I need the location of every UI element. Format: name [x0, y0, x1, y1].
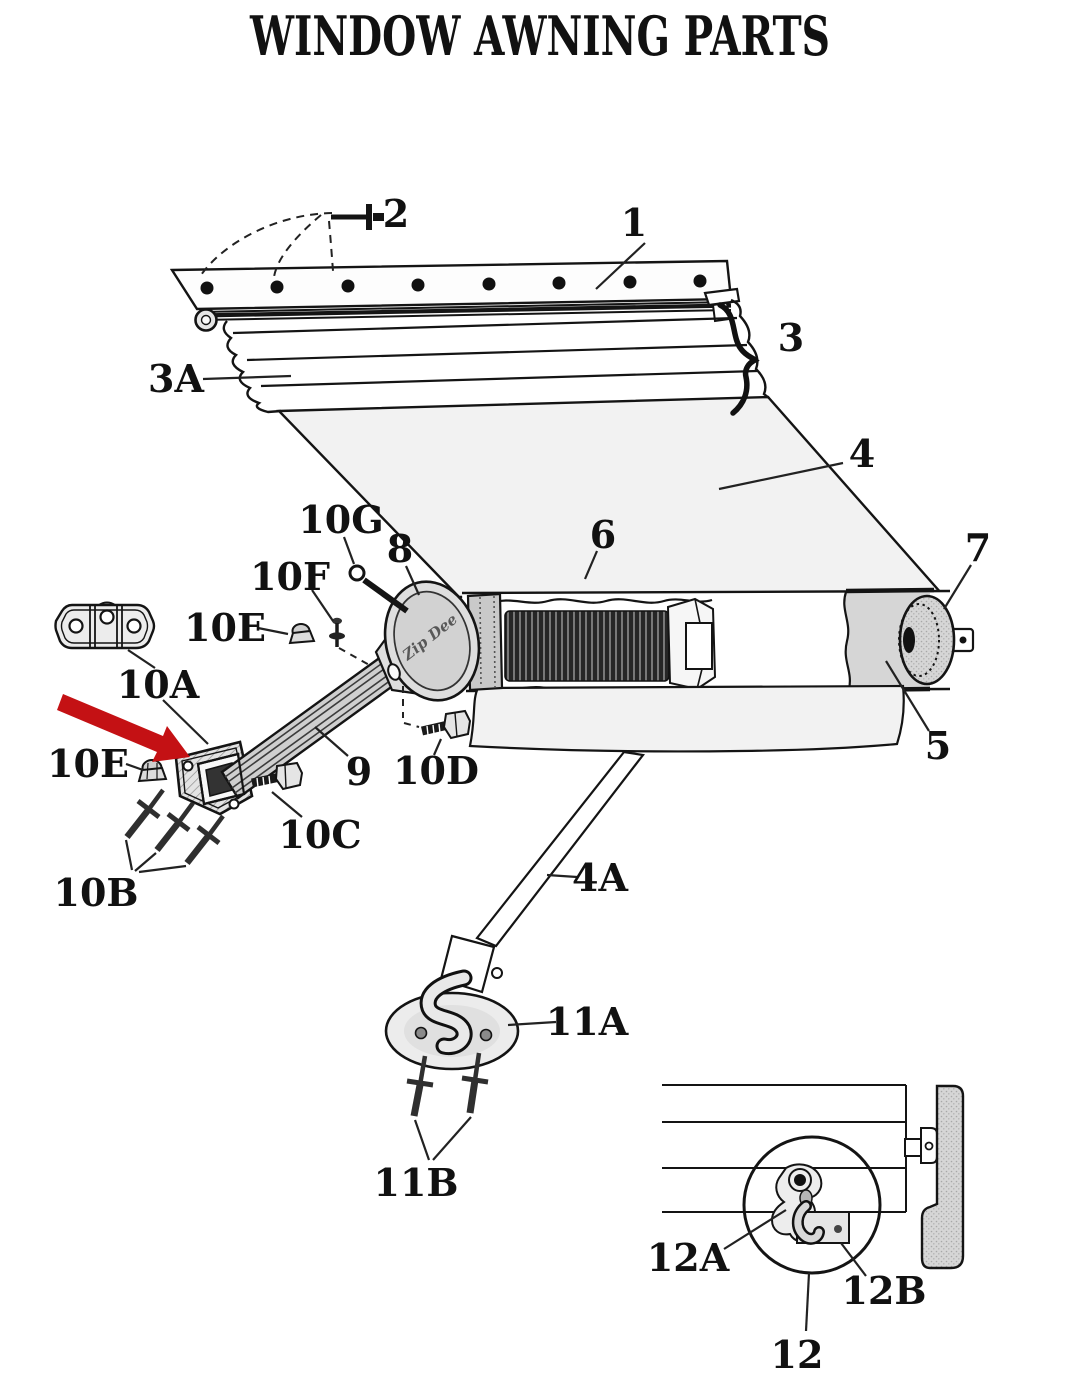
label-11a: 11A [546, 999, 629, 1044]
label-10e-lower: 10E [47, 741, 129, 786]
label-10g: 10G [298, 497, 383, 542]
arm-casting: Zip Dee [374, 580, 504, 702]
awning-arm [196, 644, 414, 806]
label-7: 7 [965, 525, 991, 570]
pleat-left-edge [222, 320, 282, 414]
rivet-2-icon [331, 204, 384, 230]
label-10d: 10D [393, 748, 479, 793]
label-9: 9 [346, 749, 372, 794]
label-1: 1 [621, 200, 647, 245]
mounting-rail [169, 204, 741, 332]
label-4: 4 [849, 431, 875, 476]
rail-track [194, 287, 741, 332]
stowed-awning-inset [662, 1084, 965, 1275]
end-cap [898, 594, 975, 686]
label-8: 8 [387, 526, 413, 571]
label-6: 6 [590, 512, 616, 557]
label-10a: 10A [117, 662, 200, 707]
label-10f: 10F [250, 554, 330, 599]
label-10e-upper: 10E [184, 605, 266, 650]
leader-lines [124, 242, 972, 1332]
awning-end-cover [920, 1084, 965, 1270]
mount-bracket-10a [54, 601, 156, 650]
part-labels: 1 2 3 3A 4 4A 5 6 7 8 9 10A 10B 10C 10D … [47, 191, 991, 1377]
bolt-10d-icon [338, 647, 472, 740]
label-10b: 10B [54, 870, 139, 915]
rivet-2-dashed-paths [200, 212, 334, 278]
rail-end-cap [703, 287, 741, 307]
label-4a: 4A [572, 855, 628, 900]
casting-tip-hole [387, 663, 401, 681]
bolt-10c-icon [251, 761, 304, 791]
brace-3-icon [717, 302, 760, 416]
label-3: 3 [778, 315, 804, 360]
label-12b: 12B [842, 1268, 927, 1313]
label-11b: 11B [374, 1160, 459, 1205]
nut-10e-left-icon [137, 759, 168, 783]
label-2: 2 [383, 191, 409, 236]
valance-strip [468, 684, 905, 753]
rivets-10b [124, 788, 225, 866]
label-12a: 12A [647, 1235, 730, 1280]
pleat-right-edge [730, 298, 770, 399]
rail-rivet-holes [200, 274, 707, 295]
pin-10g-icon [348, 564, 409, 614]
label-3a: 3A [148, 356, 204, 401]
hook-bracket [384, 969, 520, 1071]
roller-spring [489, 597, 717, 694]
label-5: 5 [925, 723, 951, 768]
label-10c: 10C [278, 812, 361, 857]
highlight-arrow [57, 694, 190, 762]
roller-tube [461, 587, 975, 694]
pleated-fabric [222, 298, 770, 416]
spring-coil [504, 610, 670, 682]
rail-strip [169, 259, 733, 311]
page-title: WINDOW AWNING PARTS [249, 4, 830, 68]
nut-10e-top-icon [288, 623, 316, 645]
rivets-11b [406, 1052, 489, 1117]
travel-lock-detail [770, 1163, 850, 1245]
detail-magnifier-circle [742, 1135, 882, 1275]
label-12: 12 [771, 1332, 824, 1377]
rivet-10f-icon [329, 617, 345, 647]
